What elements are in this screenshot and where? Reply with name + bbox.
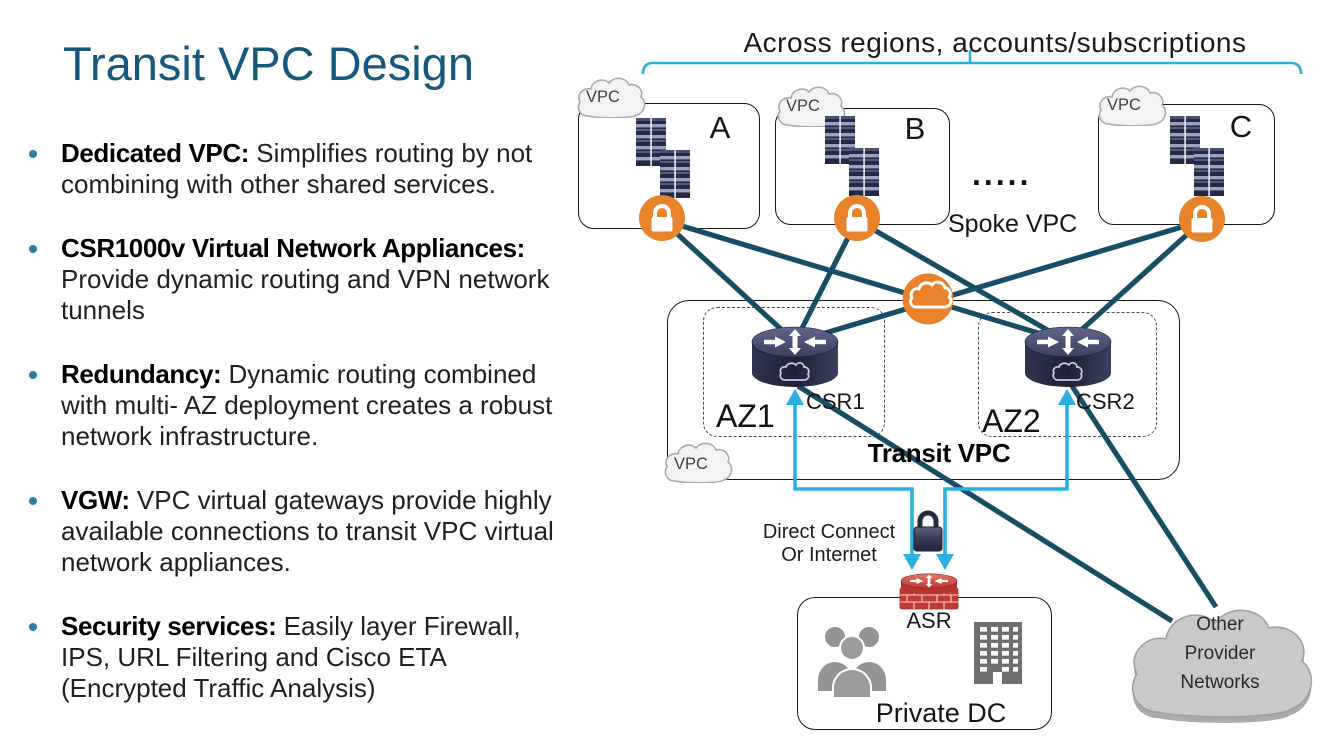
spoke-letter-a: A [709, 110, 731, 145]
vpn-cloud-icon [901, 272, 955, 331]
bullet-lead: CSR1000v Virtual Network Appliances: [61, 233, 525, 263]
users-icon [813, 620, 891, 703]
server-stack-icon [1168, 114, 1228, 203]
bullet-text: Simplifies routing by not combining with… [61, 138, 533, 199]
az1-label: AZ1 [716, 398, 775, 434]
slide-title: Transit VPC Design [63, 37, 474, 90]
bullet-item: Redundancy: Dynamic routing combined wit… [25, 359, 576, 452]
other-cloud-line2: Provider [1184, 643, 1256, 664]
csr2-label: CSR2 [1076, 389, 1135, 414]
csr1-label: CSR1 [806, 389, 865, 414]
bullet-text: Easily layer Firewall, IPS, URL Filterin… [61, 611, 521, 703]
direct-connect-line1: Direct Connect [762, 521, 896, 543]
vpc-cloud-label: VPC [674, 455, 708, 473]
vpc-cloud-label: VPC [786, 97, 820, 115]
asr-label: ASR [906, 608, 952, 633]
spoke-letter-b: B [904, 111, 926, 146]
bullet-item: CSR1000v Virtual Network Appliances: Pro… [25, 233, 576, 326]
provider-cloud-icon [1122, 596, 1314, 735]
direct-connect-line2: Or Internet [781, 544, 877, 566]
vpc-cloud-icon [576, 76, 646, 123]
bullet-item: VGW: VPC virtual gateways provide highly… [25, 485, 576, 578]
spoke-ellipsis: ..... [972, 156, 1032, 192]
direct-connect-label: Direct Connect Or Internet [750, 521, 908, 567]
other-cloud-line1: Other [1196, 614, 1244, 635]
bullet-lead: VGW: [61, 485, 130, 515]
bullet-item: Security services: Easily layer Firewall… [25, 611, 576, 704]
bullet-list: Dedicated VPC: Simplifies routing by not… [25, 138, 576, 737]
lock-icon [1178, 195, 1226, 248]
padlock-icon [910, 506, 946, 559]
lock-icon [638, 194, 686, 247]
vpc-cloud-icon [663, 441, 733, 488]
bullet-lead: Dedicated VPC: [61, 138, 250, 168]
bullet-text: Provide dynamic routing and VPN network … [61, 264, 550, 325]
building-icon [974, 622, 1022, 689]
regions-bracket [641, 61, 1303, 75]
spoke-vpc-label: Spoke VPC [948, 210, 1078, 238]
server-stack-icon [823, 114, 883, 203]
lock-icon [833, 194, 881, 247]
az2-label: AZ2 [982, 403, 1041, 439]
bullet-lead: Security services: [61, 611, 277, 641]
transit-vpc-label: Transit VPC [867, 438, 1011, 468]
vpc-cloud-label: VPC [1107, 96, 1141, 114]
server-stack-icon [634, 116, 694, 205]
bullet-item: Dedicated VPC: Simplifies routing by not… [25, 138, 576, 200]
bullet-text: Dynamic routing combined with multi- AZ … [61, 359, 553, 451]
vpc-cloud-icon [1097, 84, 1167, 131]
vpc-cloud-label: VPC [586, 88, 620, 106]
other-cloud-line3: Networks [1180, 672, 1260, 693]
diagram-header: Across regions, accounts/subscriptions [743, 27, 1247, 58]
router-icon [1022, 326, 1114, 397]
private-dc-label: Private DC [875, 698, 1007, 728]
router-icon [751, 326, 839, 397]
spoke-letter-c: C [1229, 109, 1253, 144]
bullet-text: VPC virtual gateways provide highly avai… [61, 485, 554, 577]
bullet-lead: Redundancy: [61, 359, 222, 389]
